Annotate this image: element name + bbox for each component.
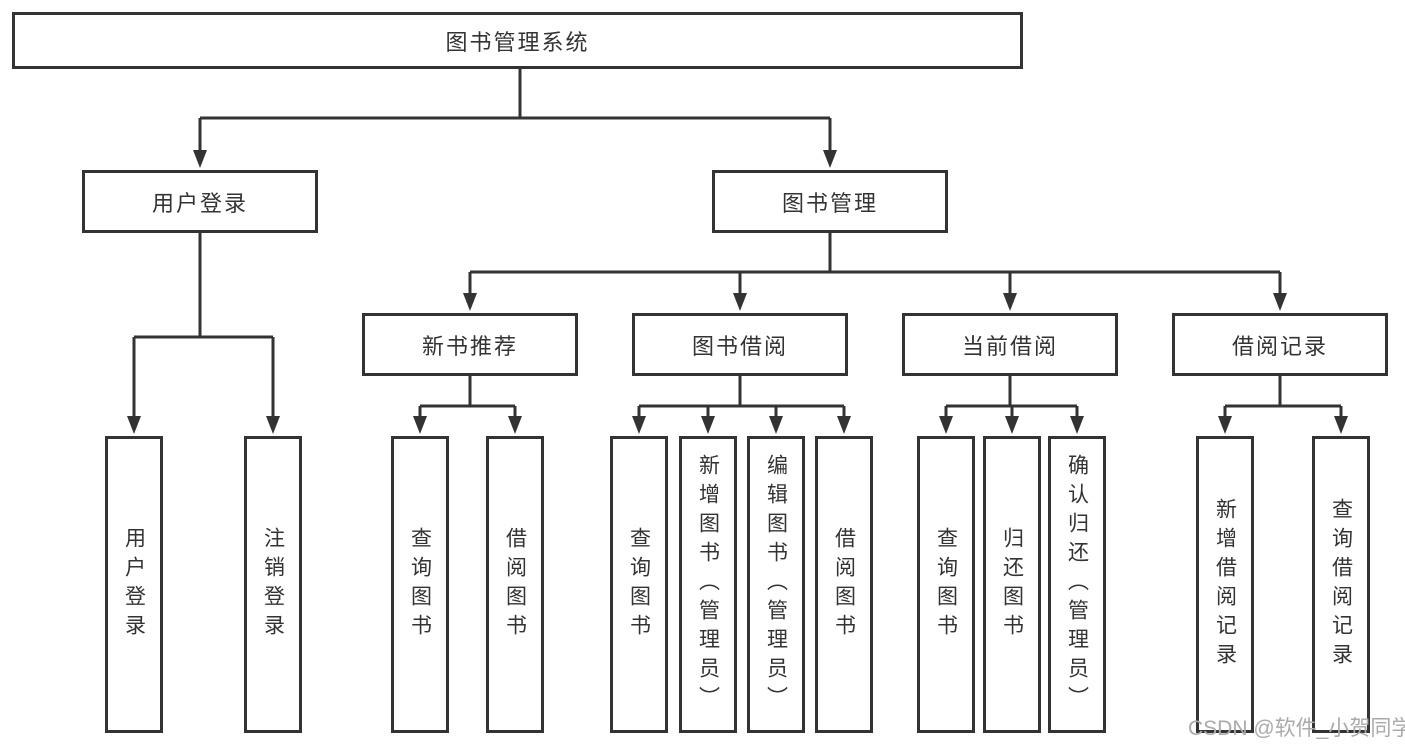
node-label: 借阅图书 [503, 526, 527, 643]
node-query-books-current: 查询图书 [917, 436, 975, 733]
connector-new-book-branch [418, 376, 517, 420]
arrowhead [508, 416, 522, 434]
node-query-books-recommend: 查询图书 [391, 436, 449, 733]
node-logout-login-leaf: 注销登录 [244, 436, 302, 733]
arrowhead [413, 416, 427, 434]
arrowhead [1273, 293, 1287, 311]
node-label: 编辑图书（管理员） [764, 454, 788, 715]
node-label: 归还图书 [1000, 526, 1024, 643]
connector-book-borrowing-branch [637, 376, 846, 420]
node-user-login: 用户登录 [82, 170, 318, 233]
connector-current-borrowing-branch [944, 376, 1079, 420]
node-borrowing-records: 借阅记录 [1172, 313, 1388, 376]
node-label: 用户登录 [122, 526, 146, 643]
connector-user-login-branch [132, 233, 275, 420]
node-label: 查询图书 [408, 526, 432, 643]
node-label: 新增借阅记录 [1213, 497, 1237, 672]
node-new-book-recommendation: 新书推荐 [362, 313, 578, 376]
node-label: 查询图书 [627, 526, 651, 643]
arrowhead [701, 416, 715, 434]
arrowhead [1218, 416, 1232, 434]
arrowhead [193, 150, 207, 168]
node-return-books: 归还图书 [983, 436, 1041, 733]
node-borrow-books-leaf: 借阅图书 [815, 436, 873, 733]
node-label: 查询图书 [934, 526, 958, 643]
arrowhead [1005, 416, 1019, 434]
node-borrow-books-recommend: 借阅图书 [486, 436, 544, 733]
arrowhead [939, 416, 953, 434]
node-label: 新增图书（管理员） [696, 454, 720, 715]
node-confirm-return-admin: 确认归还（管理员） [1048, 436, 1106, 733]
connector-borrowing-records-branch [1223, 376, 1343, 420]
node-label: 查询借阅记录 [1329, 497, 1353, 672]
arrowhead [837, 416, 851, 434]
arrowhead [463, 293, 477, 311]
connector-lines [132, 69, 1343, 420]
node-label: 借阅图书 [832, 526, 856, 643]
node-book-management: 图书管理 [712, 170, 948, 233]
arrowhead [733, 293, 747, 311]
node-library-system: 图书管理系统 [12, 12, 1023, 69]
arrowhead [823, 150, 837, 168]
arrowhead [266, 416, 280, 434]
arrowhead [1003, 293, 1017, 311]
arrowhead [1070, 416, 1084, 434]
node-label: 确认归还（管理员） [1065, 454, 1089, 715]
node-book-borrowing: 图书借阅 [632, 313, 848, 376]
node-add-borrow-record: 新增借阅记录 [1196, 436, 1254, 733]
connector-root-to-level2 [198, 69, 832, 152]
node-current-borrowing: 当前借阅 [902, 313, 1118, 376]
connector-arrowheads [127, 150, 1348, 434]
arrowhead [127, 416, 141, 434]
node-edit-books-admin: 编辑图书（管理员） [747, 436, 805, 733]
node-label: 注销登录 [261, 526, 285, 643]
arrowhead [632, 416, 646, 434]
node-query-borrow-record: 查询借阅记录 [1312, 436, 1370, 733]
arrowhead [1334, 416, 1348, 434]
connector-book-management-branch [468, 233, 1282, 298]
node-query-books-borrow: 查询图书 [610, 436, 668, 733]
node-user-login-leaf: 用户登录 [105, 436, 163, 733]
arrowhead [769, 416, 783, 434]
node-add-books-admin: 新增图书（管理员） [679, 436, 737, 733]
